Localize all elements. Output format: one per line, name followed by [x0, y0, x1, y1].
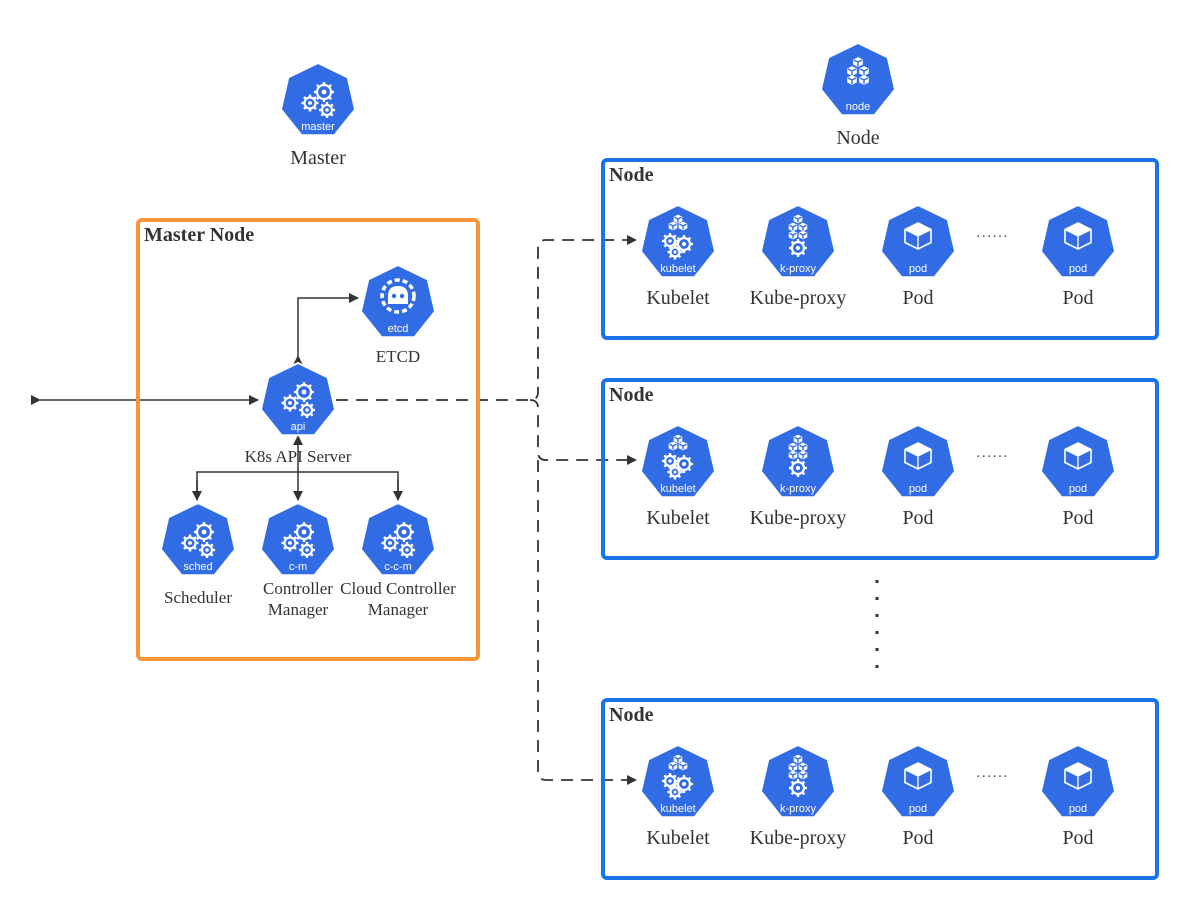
worker-node-box — [601, 158, 1159, 340]
kubelet-label: Kubelet — [646, 287, 710, 309]
kube-proxy-label: Kube-proxy — [749, 507, 847, 529]
icon-badge-text: kubelet — [660, 483, 695, 495]
pods-ellipsis: ...... — [976, 224, 1009, 241]
api-icon: api — [260, 360, 336, 440]
icon-badge-text: node — [846, 101, 870, 113]
icon-badge-text: sched — [183, 561, 212, 573]
worker-node-box — [601, 378, 1159, 560]
icon-badge-text: api — [291, 421, 306, 433]
pods-ellipsis: ...... — [976, 764, 1009, 781]
master-legend-label: Master — [290, 147, 346, 169]
icon-badge-text: kubelet — [660, 263, 695, 275]
icon-badge-text: pod — [909, 263, 927, 275]
icon-badge-text: kubelet — [660, 803, 695, 815]
icon-badge-text: master — [301, 121, 335, 133]
icon-badge-text: etcd — [388, 323, 409, 335]
kube-proxy-icon: k-proxy — [760, 422, 836, 502]
pod-icon: pod — [880, 202, 956, 282]
icon-badge-text: k-proxy — [780, 263, 817, 275]
worker-node-title: Node — [609, 164, 654, 186]
master-node-box — [136, 218, 480, 661]
pod-icon: pod — [880, 742, 956, 822]
api-label: K8s API Server — [244, 447, 352, 466]
etcd-icon: etcd — [360, 262, 436, 342]
node-legend-label: Node — [836, 127, 880, 149]
icon-badge-text: k-proxy — [780, 803, 817, 815]
scheduler-label: Scheduler — [164, 588, 232, 607]
kube-proxy-label: Kube-proxy — [749, 827, 847, 849]
controller-manager-label: Controller Manager — [263, 579, 333, 619]
kubelet-icon: kubelet — [640, 742, 716, 822]
api-node3-dashed — [537, 460, 637, 785]
api-etcd-arrow — [293, 293, 359, 365]
pod-icon: pod — [1040, 742, 1116, 822]
worker-node-box — [601, 698, 1159, 880]
etcd-label: ETCD — [375, 347, 421, 366]
icon-badge-text: c-m — [289, 561, 307, 573]
icon-badge-text: pod — [1069, 803, 1087, 815]
icon-badge-text: pod — [1069, 483, 1087, 495]
master-node-title: Master Node — [144, 224, 255, 246]
kube-proxy-icon: k-proxy — [760, 742, 836, 822]
worker-node-title: Node — [609, 384, 654, 406]
icon-badge-text: pod — [1069, 263, 1087, 275]
node-icon: node — [820, 40, 896, 120]
pod-icon: pod — [880, 422, 956, 502]
kubelet-label: Kubelet — [646, 507, 710, 529]
pods-ellipsis: ...... — [976, 444, 1009, 461]
kube-proxy-icon: k-proxy — [760, 202, 836, 282]
pod-label: Pod — [1062, 507, 1094, 529]
master-icon: master — [280, 60, 356, 140]
pod-label: Pod — [902, 287, 934, 309]
api-node2-dashed — [529, 399, 637, 465]
sched-icon: sched — [160, 500, 236, 580]
pod-label: Pod — [902, 827, 934, 849]
cloud-controller-manager-label: Cloud Controller Manager — [340, 579, 456, 619]
kube-proxy-label: Kube-proxy — [749, 287, 847, 309]
pod-icon: pod — [1040, 202, 1116, 282]
pod-label: Pod — [902, 507, 934, 529]
cloud-controller-manager-icon: c-c-m — [360, 500, 436, 580]
api-nodes-dashed-trunk — [336, 235, 637, 401]
kubelet-icon: kubelet — [640, 422, 716, 502]
icon-badge-text: pod — [909, 803, 927, 815]
icon-badge-text: k-proxy — [780, 483, 817, 495]
kubelet-label: Kubelet — [646, 827, 710, 849]
pod-label: Pod — [1062, 827, 1094, 849]
kubelet-icon: kubelet — [640, 202, 716, 282]
icon-badge-text: c-c-m — [384, 561, 412, 573]
controller-manager-icon: c-m — [260, 500, 336, 580]
worker-node-title: Node — [609, 704, 654, 726]
pod-icon: pod — [1040, 422, 1116, 502]
pod-label: Pod — [1062, 287, 1094, 309]
icon-badge-text: pod — [909, 483, 927, 495]
